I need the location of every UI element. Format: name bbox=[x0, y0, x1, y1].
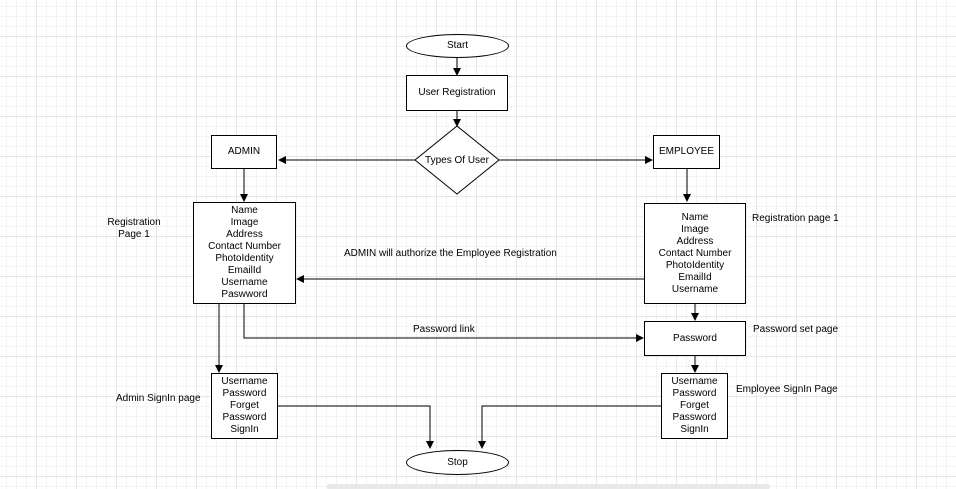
admin-field-name: Name bbox=[231, 205, 258, 216]
employee-field-image: Image bbox=[681, 223, 709, 235]
admin-label: ADMIN bbox=[227, 146, 261, 157]
user-registration-label: User Registration bbox=[418, 87, 496, 98]
registration-page-left-line1: Registration bbox=[107, 217, 161, 228]
start-terminal: Start bbox=[406, 34, 509, 58]
start-label: Start bbox=[446, 40, 469, 51]
employee-signin-username: Username bbox=[671, 376, 718, 387]
user-registration-box: User Registration bbox=[406, 75, 508, 111]
password-set-page-label: Password set page bbox=[753, 324, 839, 335]
password-box: Password bbox=[644, 321, 746, 356]
employee-label: EMPLOYEE bbox=[658, 146, 715, 157]
employee-signin-forget-password: Password bbox=[672, 412, 717, 423]
admin-registration-box: Name Image Address Contact Number PhotoI… bbox=[193, 202, 296, 304]
employee-box: EMPLOYEE bbox=[653, 135, 720, 169]
horizontal-scrollbar[interactable] bbox=[327, 484, 770, 489]
employee-signin-box: Username Password Forget Password SignIn bbox=[661, 373, 728, 439]
employee-signin-page-label: Employee SignIn Page bbox=[736, 384, 838, 395]
employee-field-email: EmailId bbox=[678, 271, 712, 283]
admin-box: ADMIN bbox=[211, 135, 277, 169]
admin-signin-page-label: Admin SignIn page bbox=[116, 393, 201, 404]
registration-page-right-label: Registration page 1 bbox=[752, 213, 839, 224]
admin-signin-password: Password bbox=[222, 388, 267, 399]
stop-terminal: Stop bbox=[406, 450, 509, 475]
admin-field-image: Image bbox=[230, 217, 259, 228]
employee-field-address: Address bbox=[676, 235, 714, 247]
arrow-admin-signin-to-stop bbox=[278, 405, 434, 449]
employee-registration-box: Name Image Address Contact Number PhotoI… bbox=[644, 203, 746, 304]
registration-page-left-label: Registration Page 1 bbox=[100, 217, 168, 241]
stop-label: Stop bbox=[447, 456, 468, 468]
employee-signin-password: Password bbox=[672, 388, 717, 399]
admin-signin-username: Username bbox=[221, 376, 268, 387]
employee-field-username: Username bbox=[671, 283, 719, 295]
employee-field-name: Name bbox=[681, 211, 709, 223]
admin-signin-signin: SignIn bbox=[230, 424, 259, 435]
employee-signin-forget: Forget bbox=[680, 400, 709, 411]
arrow-password-link bbox=[243, 304, 644, 342]
admin-signin-box: Username Password Forget Password SignIn bbox=[211, 373, 278, 439]
arrow-employee-signin-to-stop bbox=[478, 405, 661, 449]
admin-field-email: EmailId bbox=[227, 265, 262, 276]
admin-field-address: Address bbox=[226, 229, 263, 240]
password-label: Password bbox=[673, 332, 717, 344]
admin-signin-forget: Forget bbox=[230, 400, 259, 411]
password-link-label: Password link bbox=[413, 324, 475, 335]
employee-field-contact: Contact Number bbox=[658, 247, 732, 259]
types-of-user-label: Types Of User bbox=[425, 154, 489, 166]
admin-field-username: Username bbox=[221, 277, 268, 288]
employee-field-photo-identity: PhotoIdentity bbox=[665, 259, 725, 271]
admin-field-password: Paswword bbox=[221, 289, 268, 300]
admin-signin-forget-password: Password bbox=[222, 412, 267, 423]
admin-field-photo-identity: PhotoIdentity bbox=[215, 253, 274, 264]
admin-field-contact: Contact Number bbox=[208, 241, 281, 252]
decision-diamond bbox=[414, 125, 500, 195]
admin-authorize-label: ADMIN will authorize the Employee Regist… bbox=[344, 248, 557, 259]
employee-signin-signin: SignIn bbox=[680, 424, 709, 435]
registration-page-left-line2: Page 1 bbox=[118, 229, 150, 240]
